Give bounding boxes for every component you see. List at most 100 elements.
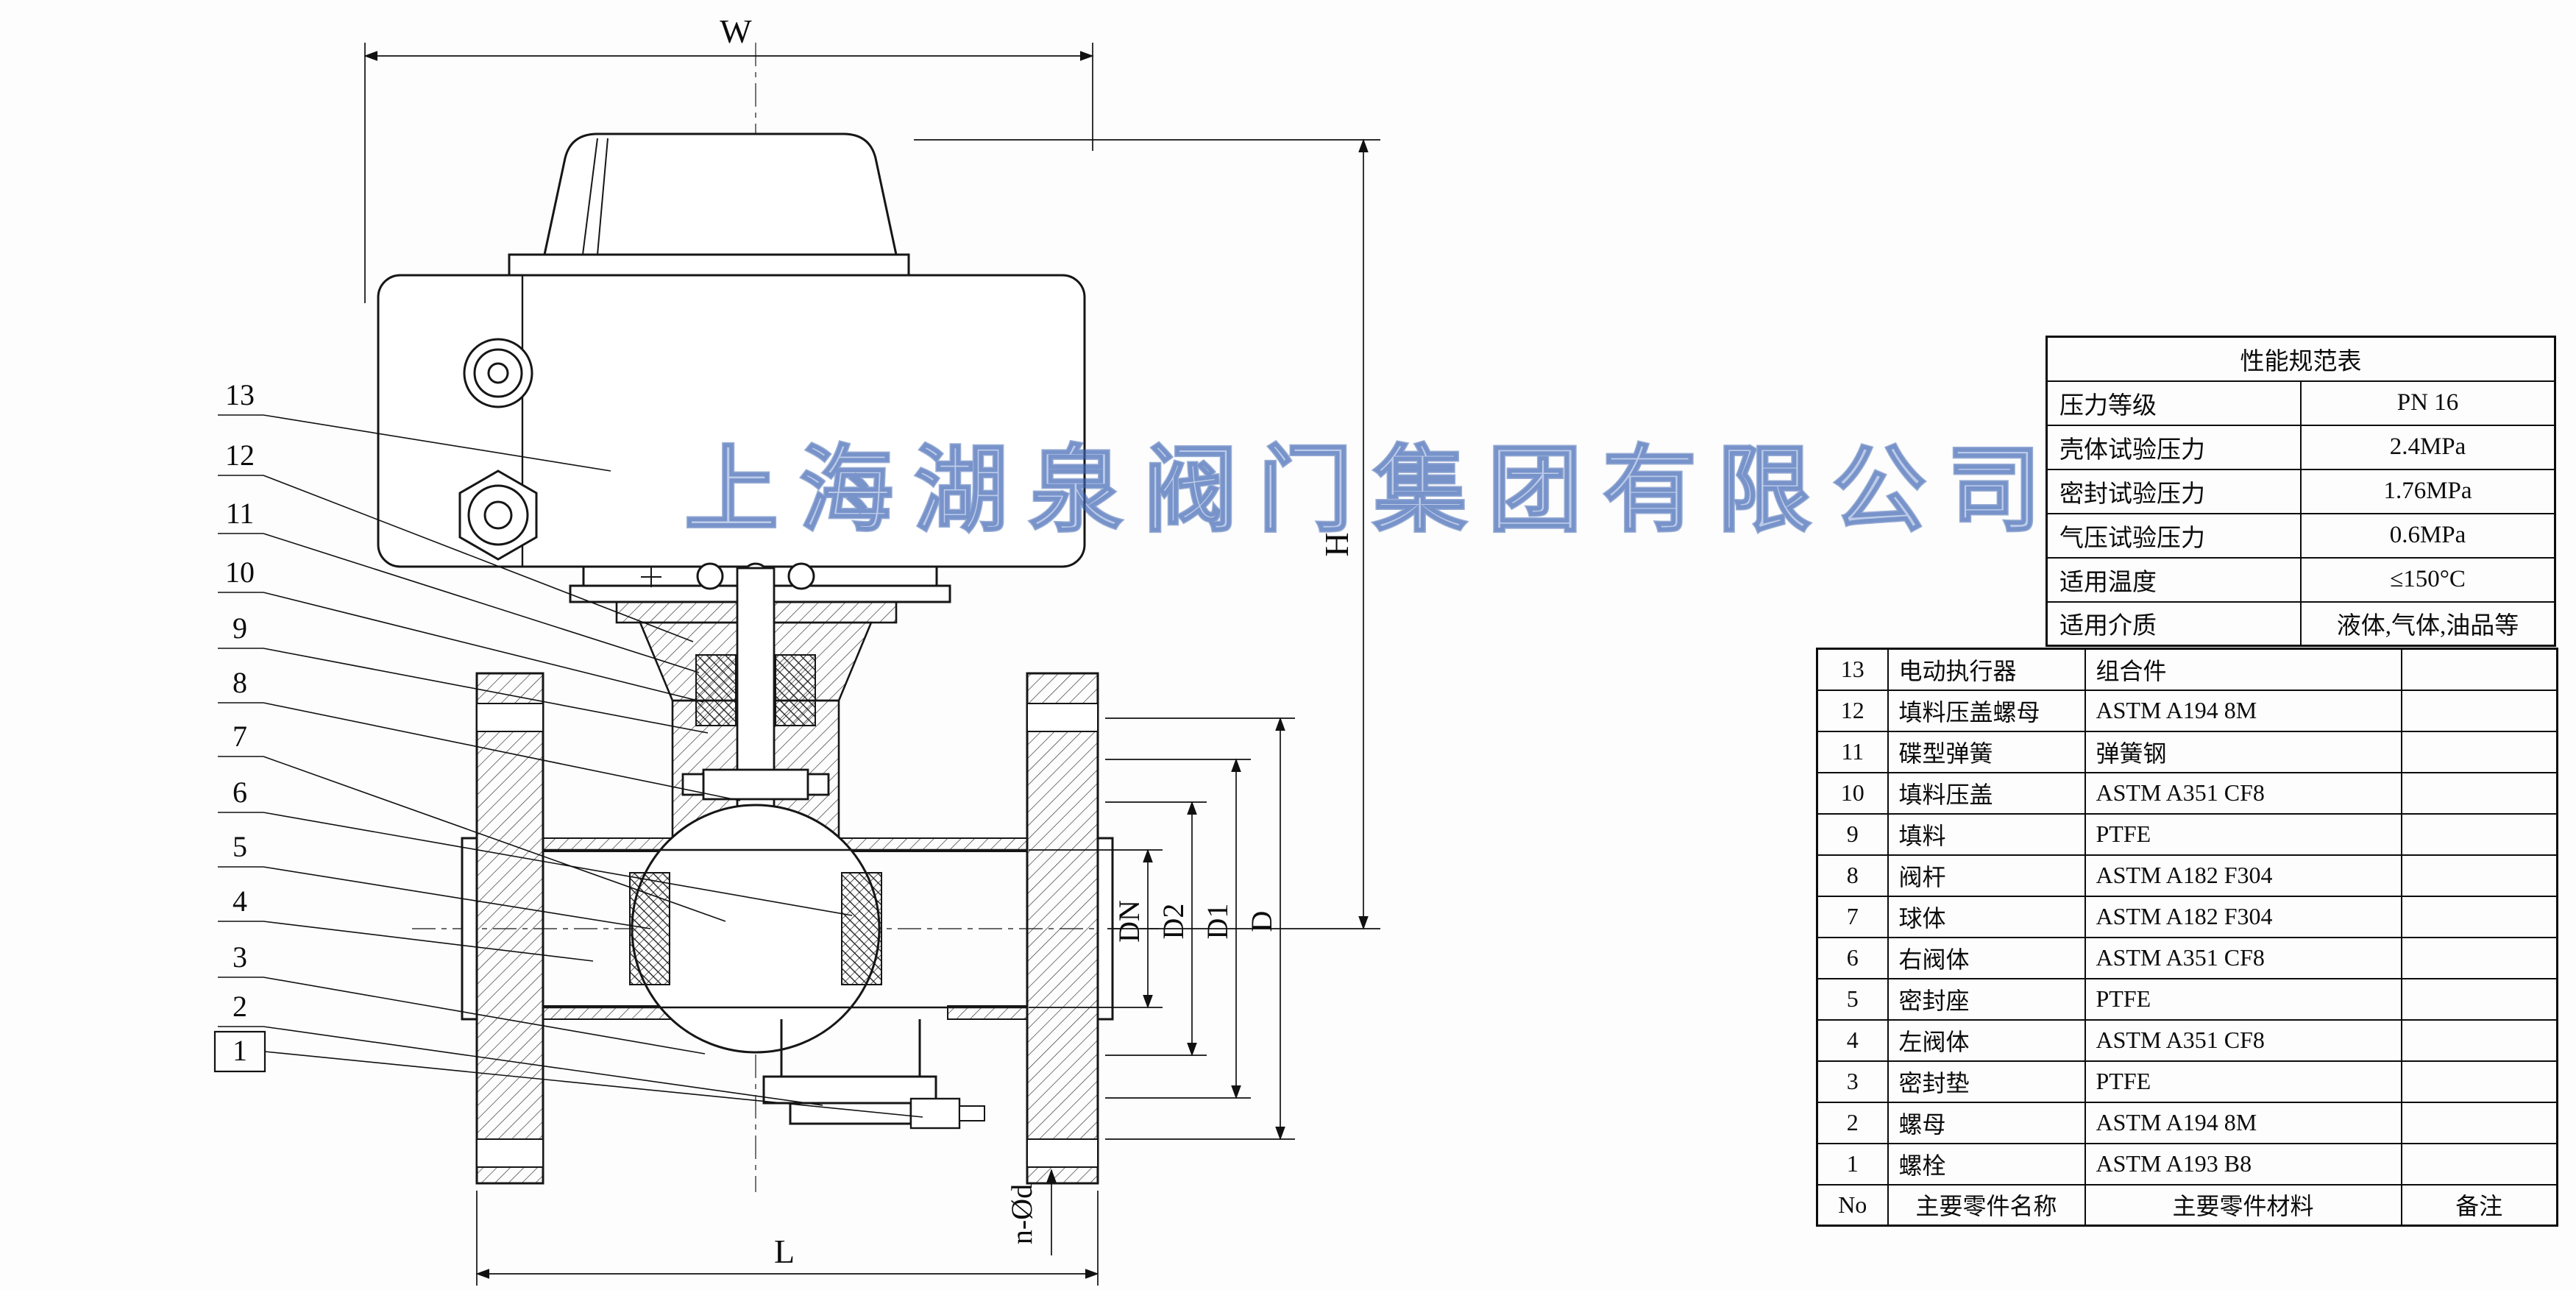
- part-name: 螺栓: [1887, 1142, 2086, 1186]
- part-remark: [2400, 895, 2558, 938]
- part-material: PTFE: [2084, 812, 2402, 856]
- part-no: 3: [1816, 1060, 1889, 1103]
- part-material: ASTM A194 8M: [2084, 1101, 2402, 1144]
- callout-numbers: 13 12 11 10 9 8 7 6 5 4 3 2 1: [225, 378, 255, 1067]
- part-remark: [2400, 771, 2558, 815]
- spec-label: 气压试验压力: [2045, 512, 2302, 559]
- part-remark: [2400, 854, 2558, 897]
- part-no: 1: [1816, 1142, 1889, 1186]
- part-remark: [2400, 1018, 2558, 1062]
- part-remark: [2400, 1101, 2558, 1144]
- part-no: 11: [1816, 730, 1889, 773]
- dim-w-label: W: [720, 13, 752, 50]
- part-name: 填料压盖: [1887, 771, 2086, 815]
- dimension-labels: W H L DN D2 D1 D n-Ød: [720, 13, 1355, 1270]
- dim-dn-label: DN: [1113, 900, 1146, 943]
- part-name: 螺母: [1887, 1101, 2086, 1144]
- packing: [695, 654, 816, 726]
- part-material: 组合件: [2084, 648, 2402, 691]
- part-name: 填料: [1887, 812, 2086, 856]
- spec-value: ≤150°C: [2300, 556, 2556, 603]
- part-name: 密封垫: [1887, 1060, 2086, 1103]
- part-no: 7: [1816, 895, 1889, 938]
- parts-header-name: 主要零件名称: [1887, 1183, 2086, 1227]
- part-no: 12: [1816, 689, 1889, 732]
- dim-d-label: D: [1245, 911, 1278, 932]
- callout-12: 12: [225, 439, 255, 472]
- valve-body: [461, 672, 1114, 1185]
- callout-2: 2: [233, 990, 247, 1023]
- dim-nod-label: n-Ød: [1005, 1184, 1038, 1244]
- parts-header-no: No: [1816, 1183, 1889, 1227]
- callout-3: 3: [233, 940, 247, 974]
- part-name: 碟型弹簧: [1887, 730, 2086, 773]
- part-name: 左阀体: [1887, 1018, 2086, 1062]
- spec-label: 适用温度: [2045, 556, 2302, 603]
- part-remark: [2400, 936, 2558, 979]
- parts-header-material: 主要零件材料: [2084, 1183, 2402, 1227]
- dim-l-label: L: [774, 1233, 795, 1270]
- spec-row: 适用温度≤150°C: [2045, 556, 2556, 603]
- part-no: 10: [1816, 771, 1889, 815]
- part-material: ASTM A351 CF8: [2084, 771, 2402, 815]
- part-remark: [2400, 812, 2558, 856]
- part-material: PTFE: [2084, 977, 2402, 1021]
- part-material: PTFE: [2084, 1060, 2402, 1103]
- part-material: ASTM A193 B8: [2084, 1142, 2402, 1186]
- dim-d1-label: D1: [1201, 904, 1234, 940]
- part-no: 4: [1816, 1018, 1889, 1062]
- spec-table-title: 性能规范表: [2045, 336, 2556, 382]
- right-flange: [1026, 672, 1099, 1185]
- part-no: 6: [1816, 936, 1889, 979]
- part-remark: [2400, 1142, 2558, 1186]
- part-no: 5: [1816, 977, 1889, 1021]
- dimensions: [363, 43, 1380, 1286]
- callout-8: 8: [233, 666, 247, 699]
- part-name: 填料压盖螺母: [1887, 689, 2086, 732]
- left-flange: [475, 672, 544, 1185]
- callout-6: 6: [233, 776, 247, 809]
- part-remark: [2400, 689, 2558, 732]
- spec-label: 适用介质: [2045, 600, 2302, 647]
- spec-value: 2.4MPa: [2300, 424, 2556, 470]
- part-material: ASTM A182 F304: [2084, 854, 2402, 897]
- part-remark: [2400, 1060, 2558, 1103]
- part-name: 电动执行器: [1887, 648, 2086, 691]
- spec-value: PN 16: [2300, 380, 2556, 426]
- part-material: ASTM A182 F304: [2084, 895, 2402, 938]
- part-material: ASTM A194 8M: [2084, 689, 2402, 732]
- spec-value: 1.76MPa: [2300, 468, 2556, 514]
- part-name: 密封座: [1887, 977, 2086, 1021]
- callout-7: 7: [233, 720, 247, 753]
- part-no: 2: [1816, 1101, 1889, 1144]
- part-material: 弹簧钢: [2084, 730, 2402, 773]
- part-remark: [2400, 730, 2558, 773]
- part-name: 球体: [1887, 895, 2086, 938]
- drain-bolt: [909, 1097, 961, 1130]
- part-name: 阀杆: [1887, 854, 2086, 897]
- spec-label: 密封试验压力: [2045, 468, 2302, 514]
- part-material: ASTM A351 CF8: [2084, 936, 2402, 979]
- actuator: [377, 132, 1086, 603]
- callout-5: 5: [233, 830, 247, 863]
- part-remark: [2400, 648, 2558, 691]
- parts-header-remark: 备注: [2400, 1183, 2558, 1227]
- dim-d2-label: D2: [1157, 904, 1190, 940]
- spec-value: 液体,气体,油品等: [2300, 600, 2556, 647]
